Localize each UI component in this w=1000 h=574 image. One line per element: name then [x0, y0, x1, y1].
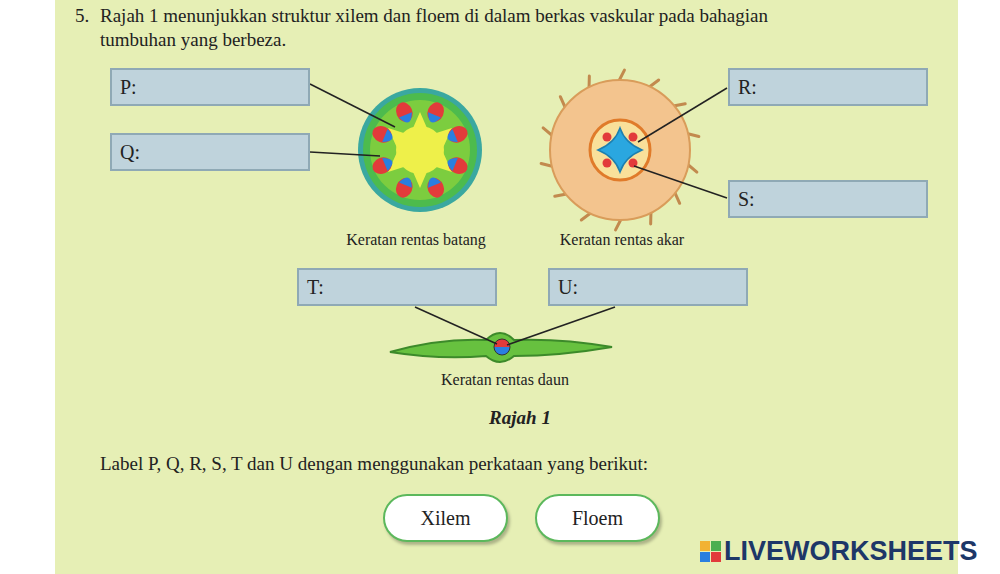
word-option: Xilem	[383, 494, 508, 542]
box-label: R:	[738, 76, 757, 98]
question-number: 5.	[75, 5, 89, 27]
word-option: Floem	[535, 494, 660, 542]
figure-title: Rajah 1	[489, 407, 551, 429]
box-label: T:	[307, 276, 324, 298]
box-label: Q:	[120, 141, 140, 163]
figure-caption: Keratan rentas akar	[560, 231, 684, 249]
box-label: U:	[558, 276, 578, 298]
answer-box: R:	[728, 68, 928, 106]
answer-box: T:	[297, 268, 497, 306]
instruction: Label P, Q, R, S, T dan U dengan menggun…	[100, 453, 648, 475]
figure-caption: Keratan rentas batang	[346, 231, 485, 249]
question-text: Rajah 1 menunjukkan struktur xilem dan f…	[100, 5, 768, 27]
answer-box: P:	[110, 68, 310, 106]
box-label: P:	[120, 76, 137, 98]
option-text: Floem	[572, 507, 623, 530]
watermark: LIVEWORKSHEETS	[724, 536, 978, 567]
question-text: tumbuhan yang berbeza.	[100, 29, 286, 51]
option-text: Xilem	[421, 507, 471, 530]
answer-box: S:	[728, 180, 928, 218]
answer-box: U:	[548, 268, 748, 306]
box-label: S:	[738, 188, 755, 210]
figure-caption: Keratan rentas daun	[441, 371, 569, 389]
answer-box: Q:	[110, 133, 310, 171]
